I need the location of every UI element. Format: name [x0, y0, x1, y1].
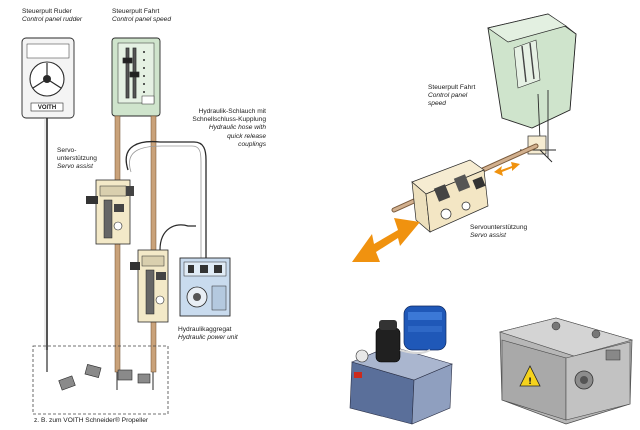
servo-assist-right-label-en: Servo assist [470, 232, 506, 240]
speed-control-panel [111, 37, 161, 117]
rudder-panel-label-de: Steuerpult Ruder [22, 8, 72, 15]
svg-text:!: ! [528, 377, 532, 387]
speed-rod-right [150, 115, 157, 373]
propeller-note: z. B. zum VOITH Schneider® Propeller [34, 417, 149, 424]
speed-panel-label: Steuerpult Fahrt Control panel speed [112, 8, 171, 24]
speed-panel-label-de: Steuerpult Fahrt [112, 8, 160, 15]
brand-plate [30, 102, 64, 112]
motion-arrow-small [494, 162, 520, 176]
hydraulic-hose-label-en-1: Hydraulic hose with [208, 124, 266, 132]
speed-panel-3d [487, 13, 577, 129]
rudder-control-panel: VOITH [21, 37, 75, 119]
hydraulic-hose-1 [125, 140, 207, 258]
servo-unit-photo: ! [492, 300, 638, 425]
servo-assembly-3d [411, 159, 489, 233]
servo-assist-right-label: Servounterstützung Servo assist [470, 224, 527, 240]
hydraulic-hose-label-en-3: couplings [238, 140, 266, 148]
propeller-zone [32, 345, 169, 415]
propeller-linkage [58, 363, 151, 391]
power-unit-label-en: Hydraulic power unit [178, 334, 238, 342]
rudder-panel-label-en: Control panel rudder [22, 16, 83, 24]
servo-unit-upper [86, 179, 134, 245]
speed-panel-right-label: Steuerpult Fahrt Control panel speed [428, 84, 475, 109]
motion-arrow-large [352, 218, 420, 262]
servo-assist-label: Servo- unterstützung Servo assist [57, 147, 97, 172]
hydraulic-power-unit [179, 257, 231, 317]
brand-text: VOITH [38, 105, 56, 111]
hydraulic-hose-label-de-1: Hydraulik-Schlauch mit [198, 108, 266, 115]
hydraulic-hose-label-en-2: quick release [227, 132, 266, 140]
speed-panel-right-label-en-2: speed [428, 100, 446, 108]
power-unit-photo [344, 296, 464, 426]
servo-assist-label-en: Servo assist [57, 163, 93, 171]
speed-panel-right-label-en-1: Control panel [428, 92, 468, 100]
servo-assist-label-de-2: unterstützung [57, 155, 97, 163]
hydraulic-hose-label: Hydraulik-Schlauch mit Schnellschluss-Ku… [176, 108, 266, 149]
hydraulic-hose-2 [159, 224, 196, 251]
servo-assist-right-label-de: Servounterstützung [470, 224, 528, 231]
warning-sign-icon [519, 365, 541, 387]
speed-panel-right-label-de: Steuerpult Fahrt [428, 84, 476, 91]
speed-panel-label-en: Control panel speed [112, 16, 172, 24]
power-unit-label: Hydraulikaggregat Hydraulic power unit [178, 326, 238, 342]
rudder-panel-label: Steuerpult Ruder Control panel rudder [22, 8, 82, 24]
servo-unit-lower [130, 249, 169, 323]
hydraulic-hose-label-de-2: Schnellschluss-Kupplung [192, 116, 266, 124]
power-unit-label-de: Hydraulikaggregat [178, 326, 232, 333]
servo-assist-label-de-1: Servo- [57, 147, 77, 154]
